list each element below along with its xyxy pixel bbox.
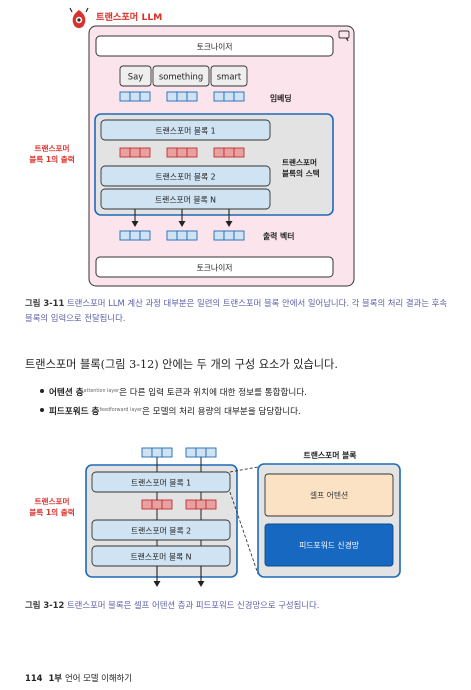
- output-vector-label: 출력 벡터: [263, 231, 294, 241]
- transformer-block-2: [91, 519, 231, 541]
- transformer-block-1: [100, 119, 271, 141]
- left-label-line1: 트랜스포머: [35, 143, 70, 153]
- input-vectors: [141, 447, 217, 458]
- transformer-block-n-label: 트랜스포머 블록 N: [130, 552, 191, 562]
- tokenizer-bottom-label: 토크나이저: [197, 263, 233, 273]
- zoom-line: [229, 491, 259, 575]
- bullet-text: 은 모델의 처리 용량의 대부분을 담당합니다.: [142, 407, 301, 417]
- corner-chat-icon: [338, 30, 350, 42]
- tokenizer-bottom: [95, 256, 334, 278]
- figure-3-11: 트랜스포머 LLM 토크나이저 Say something smart 임베딩 …: [29, 7, 355, 287]
- token-box: [210, 65, 248, 87]
- transformer-block-2-label: 트랜스포머 블록 2: [155, 172, 215, 182]
- token-text: Say: [128, 72, 143, 82]
- bullet-term: 피드포워드 층: [49, 407, 100, 417]
- token-text: smart: [217, 72, 242, 82]
- token-text: something: [159, 72, 203, 82]
- bullet-text: 은 다른 입력 토큰과 위치에 대한 정보를 통합합니다.: [119, 388, 307, 398]
- llm-logo-icon: [69, 7, 89, 28]
- body-paragraph: 트랜스포머 블록(그림 3-12) 안에는 두 개의 구성 요소가 있습니다.: [25, 358, 338, 371]
- llm-title: 트랜스포머 LLM: [96, 11, 162, 23]
- stack-label-line1: 트랜스포머: [282, 157, 317, 167]
- embedding-label: 임베딩: [270, 93, 292, 103]
- caption-number: 그림 3-12: [25, 600, 65, 610]
- bullet-attention: 어텐션 층attention layer은 다른 입력 토큰과 위치에 대한 정…: [40, 386, 307, 398]
- tokenizer-top: [95, 35, 334, 57]
- page-number: 114: [25, 673, 43, 683]
- transformer-block-n: [100, 188, 271, 210]
- embedding-vectors: [119, 91, 245, 102]
- transformer-block-n: [91, 545, 231, 567]
- transformer-block-1: [91, 471, 231, 493]
- ffn-box: [264, 523, 394, 567]
- bullet-sup: attention layer: [83, 389, 120, 394]
- output-arrows: [153, 566, 205, 587]
- left-label-line1: 트랜스포머: [35, 496, 70, 506]
- figure-3-11-caption: 그림 3-11 트랜스포머 LLM 계산 과정 대부분은 일련의 트랜스포머 블…: [25, 296, 450, 326]
- transformer-block-2-label: 트랜스포머 블록 2: [131, 526, 191, 536]
- left-label-line2: 블록 1의 출력: [29, 154, 75, 164]
- transformer-block-1-label: 트랜스포머 블록 1: [131, 478, 191, 488]
- transformer-block-2: [100, 165, 271, 187]
- self-attention-box: [264, 473, 394, 517]
- bullet-dot: [40, 408, 44, 412]
- block1-output-vectors: [119, 147, 245, 158]
- figure-3-12-caption: 그림 3-12 트랜스포머 블록은 셀프 어텐션 층과 피드포워드 신경망으로 …: [25, 598, 450, 613]
- figure-3-12: 트랜스포머 블록 1 트랜스포머 블록 2 트랜스포머 블록 N 트랜스포머 블…: [29, 447, 401, 587]
- output-arrows: [131, 209, 233, 227]
- part-label: 1부: [48, 673, 63, 683]
- tokenizer-top-label: 토크나이저: [197, 42, 233, 52]
- bullet-sup: feedforward layer: [99, 408, 143, 413]
- transformer-block-n-label: 트랜스포머 블록 N: [155, 195, 216, 205]
- token-box: [152, 65, 210, 87]
- bullet-dot: [40, 389, 44, 393]
- caption-text: 트랜스포머 LLM 계산 과정 대부분은 일련의 트랜스포머 블록 안에서 일어…: [25, 298, 448, 323]
- transformer-block-title: 트랜스포머 블록: [304, 450, 357, 460]
- caption-text: 트랜스포머 블록은 셀프 어텐션 층과 피드포워드 신경망으로 구성됩니다.: [66, 600, 320, 610]
- token-box: [119, 65, 152, 87]
- stack-label-line2: 블록의 스택: [282, 168, 320, 178]
- self-attention-label: 셀프 어텐션: [310, 490, 348, 500]
- transformer-block-1-label: 트랜스포머 블록 1: [155, 126, 215, 136]
- output-vectors: [119, 230, 245, 241]
- bullet-term: 어텐션 층: [49, 388, 84, 398]
- bullet-feedforward: 피드포워드 층feedforward layer은 모델의 처리 용량의 대부분…: [40, 405, 301, 417]
- ffn-label: 피드포워드 신경망: [299, 540, 359, 550]
- part-title: 언어 모델 이해하기: [65, 673, 132, 683]
- left-label-line2: 블록 1의 출력: [29, 507, 75, 517]
- caption-number: 그림 3-11: [25, 298, 65, 308]
